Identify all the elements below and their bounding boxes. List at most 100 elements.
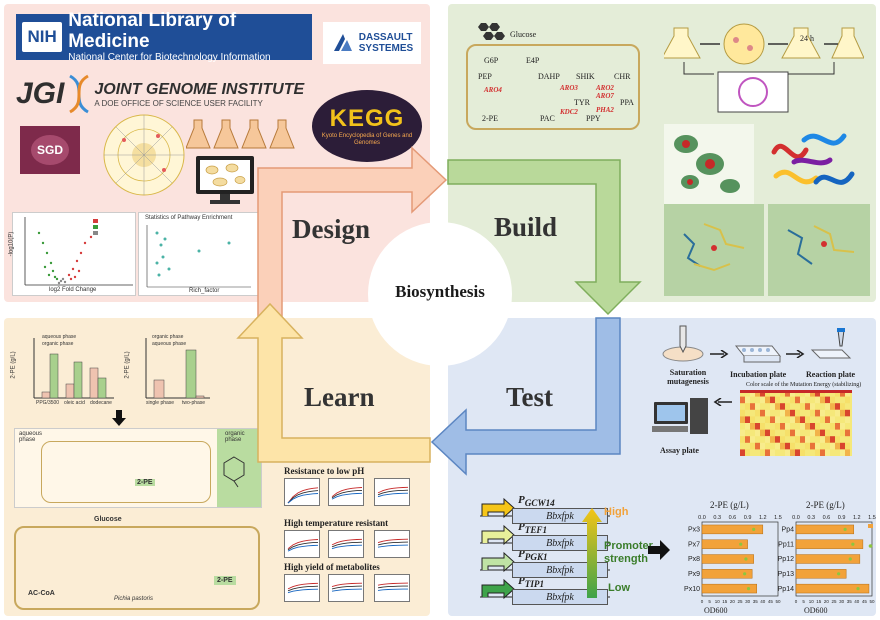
heatmap-cell [775, 396, 780, 404]
heatmap-cell [785, 403, 790, 410]
enzyme-pha2: PHA2 [596, 106, 614, 114]
heatmap-cell [810, 409, 815, 417]
volcano-plot: log2 Fold Change -log10(P) [8, 212, 136, 296]
heatmap-cell [840, 403, 845, 410]
heatmap-cell [750, 442, 755, 450]
heatmap-cell [745, 436, 750, 443]
phenylethanol-structure-icon [223, 456, 245, 488]
heatmap-cell [790, 409, 795, 417]
heatmap-cell [760, 390, 765, 397]
property-mini-plot [328, 574, 364, 602]
workflow-incubation: Incubation plate [730, 370, 787, 379]
heatmap-cell [780, 409, 785, 417]
jgi-title: JOINT GENOME INSTITUTE [94, 80, 305, 98]
bar [795, 539, 864, 549]
heatmap-cell [790, 416, 795, 423]
heatmap-cell [835, 403, 840, 410]
top-tick-label: 0.9 [838, 515, 846, 521]
dna-helix-icon [69, 74, 90, 114]
top-tick-label: 1.5 [774, 515, 782, 521]
heatmap-cell [785, 423, 790, 430]
bottom-tick-label: 50 [869, 599, 875, 604]
heatmap-cell [740, 449, 745, 456]
center-circle [368, 222, 512, 366]
promoter-pgk1: PPGK1 [518, 548, 548, 563]
bar-category-label: Pp14 [778, 586, 794, 593]
heatmap-cell [835, 436, 840, 443]
bar-category-label: Px10 [684, 586, 700, 593]
heatmap-cell [745, 416, 750, 423]
metabolic-map-icon [103, 114, 185, 196]
sgd-label: SGD [31, 135, 69, 165]
heatmap-title: Color scale of the Mutation Energy (stab… [746, 382, 862, 388]
heatmap-cell [770, 396, 775, 404]
heatmap-cell [775, 403, 780, 410]
top-tick-label: 1.5 [868, 515, 876, 521]
arrow-right-icon [710, 350, 729, 358]
heatmap-cell [825, 429, 830, 437]
top-tick-label: 0.6 [823, 515, 831, 521]
chart1-cat-2: dodecane [90, 400, 112, 406]
heatmap-cell [815, 423, 820, 430]
heatmap-cell [780, 442, 785, 450]
mini-curve [377, 582, 409, 586]
heatmap-cell [805, 390, 810, 397]
node-dahp: DAHP [538, 72, 560, 81]
mini-curve [287, 490, 319, 504]
bar [795, 583, 870, 594]
yeast-pathway-box [466, 44, 640, 130]
heatmap-cell [760, 429, 765, 437]
od-point [744, 557, 748, 561]
heatmap-cell [790, 429, 795, 437]
bars-right-title: 2-PE (g/L) [806, 500, 845, 510]
assay-plate-reader-icon [652, 398, 708, 434]
node-tyr: TYR [574, 98, 590, 107]
heatmap-cell [815, 429, 820, 437]
heatmap-cell [765, 429, 770, 437]
heatmap-cell [805, 403, 810, 410]
heatmap-cell [770, 449, 775, 456]
enzyme-aro4: ARO4 [484, 86, 502, 94]
heatmap-cell [805, 423, 810, 430]
chart2-cat-1: two-phase [182, 400, 206, 406]
heatmap-cell [835, 390, 840, 397]
reaction-plate-icon [810, 328, 852, 359]
heatmap-cell [795, 449, 800, 456]
two-phase-pathway: aqueous phase organic phase 2-PE [14, 428, 262, 508]
heatmap-cell [810, 442, 815, 450]
heatmap-cell [765, 436, 770, 443]
heatmap-cell [840, 390, 845, 397]
od-point [856, 587, 860, 591]
heatmap-cell [760, 442, 765, 450]
heatmap-cell [815, 449, 820, 456]
volcano-scatter [24, 217, 133, 286]
heatmap-cell [825, 449, 830, 456]
top-tick-label: 0.3 [713, 515, 721, 521]
mini-curve [331, 489, 363, 499]
engineered-pathway: Glucose AC-CoA Pichia pastoris 2-PE [14, 516, 262, 612]
dassault-line2: SYSTEMES [358, 43, 414, 54]
protein-surface-map [664, 124, 754, 204]
bottom-tick-label: 0 [795, 599, 798, 604]
node-e4p: E4P [526, 56, 540, 65]
flask-row-icon [186, 119, 295, 149]
heatmap-cell [820, 449, 825, 456]
heatmap-cell [785, 390, 790, 397]
heatmap-cell [840, 423, 845, 430]
docking-models [664, 204, 870, 296]
pathway2-organism: Pichia pastoris [114, 596, 154, 602]
heatmap-cell [745, 449, 750, 456]
node-2pe: 2-PE [482, 114, 498, 123]
phase-learn: Learn [304, 382, 375, 412]
heatmap-cell [770, 403, 775, 410]
strength-line2: strength [604, 553, 648, 565]
node-ppa: PPA [620, 98, 634, 107]
heatmap-cell [820, 409, 825, 417]
bottom-tick-label: 5 [708, 599, 711, 604]
glucose-hexagons-icon [478, 23, 505, 40]
property-high-temp: High temperature resistant [284, 518, 389, 528]
heatmap-cell [820, 390, 825, 397]
property-mini-plot [374, 530, 410, 558]
heatmap-cell [835, 423, 840, 430]
computer-monitor-icon [196, 156, 254, 204]
